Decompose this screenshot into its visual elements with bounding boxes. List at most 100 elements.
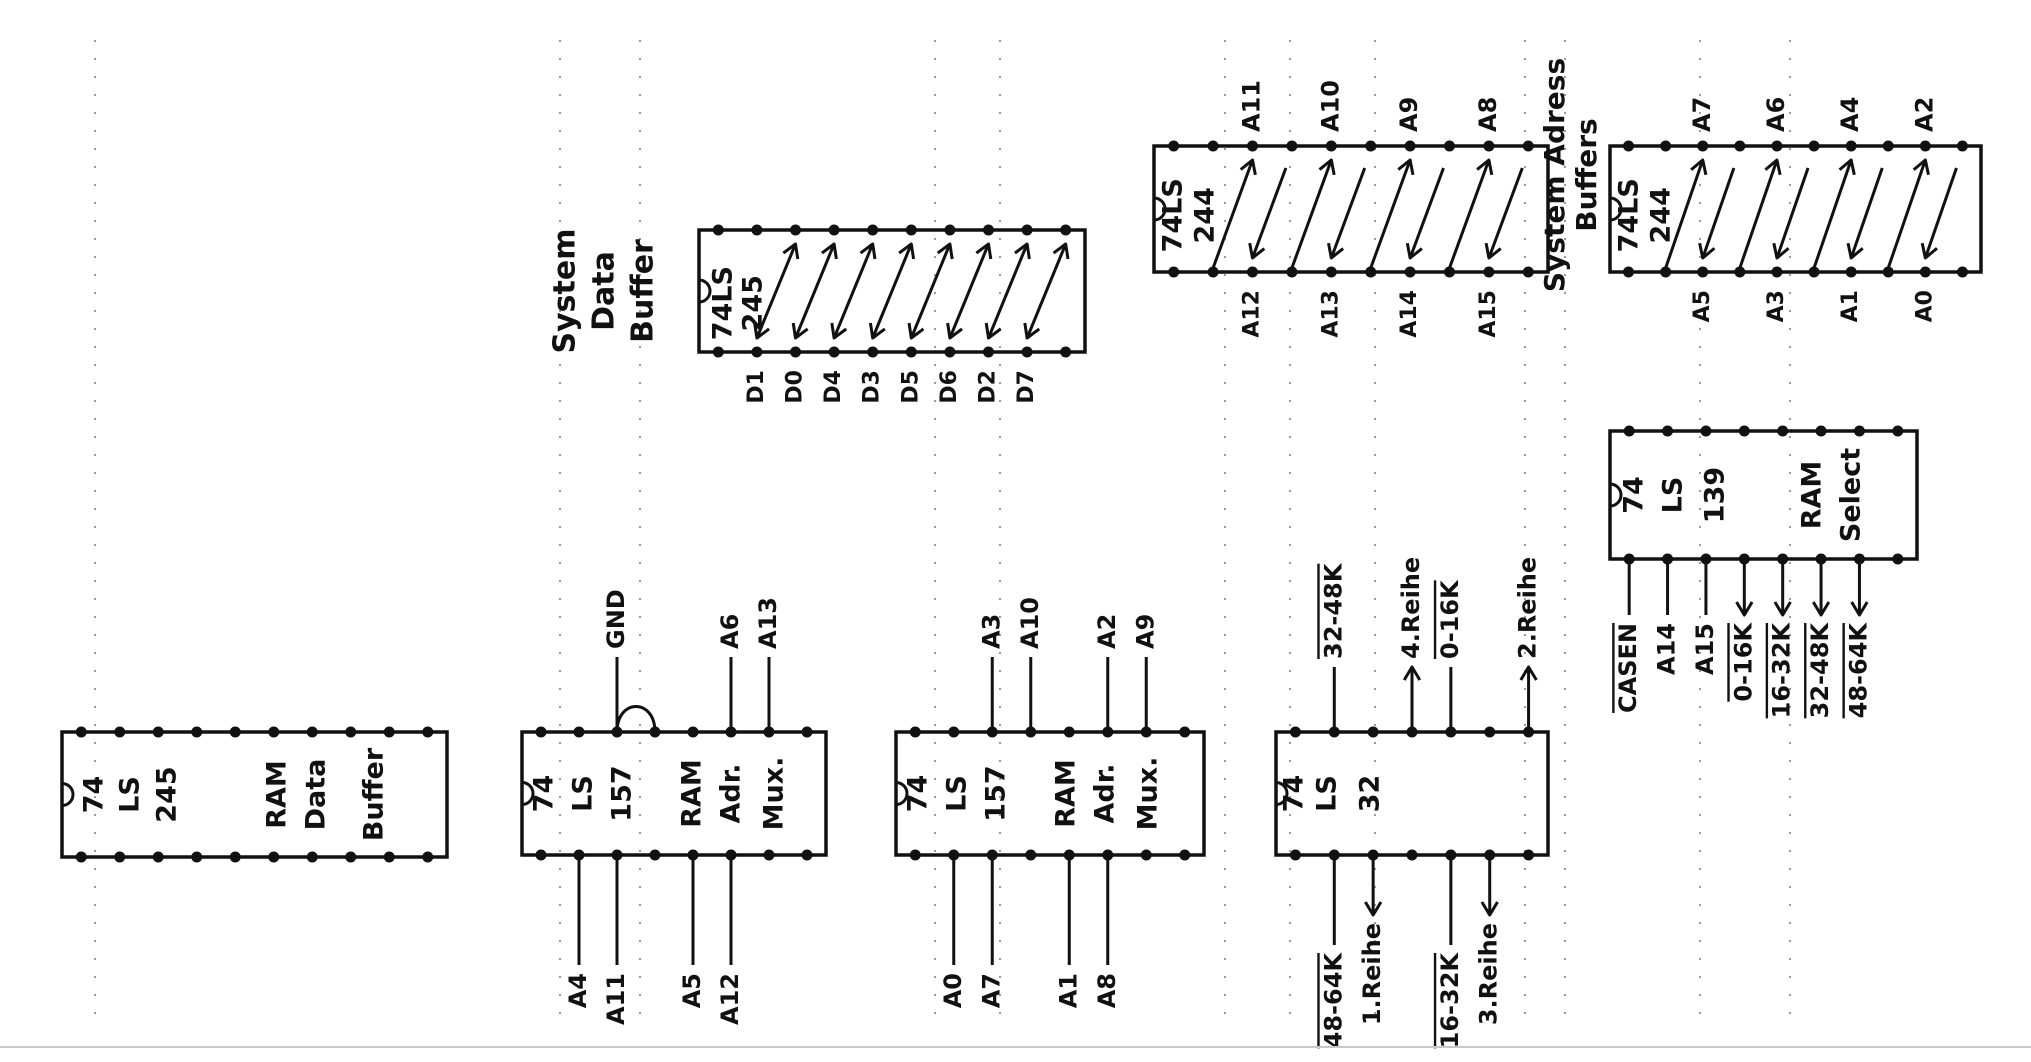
pin-dot <box>191 851 203 863</box>
pin-signal-label: A8 <box>1474 97 1502 132</box>
buffer-line <box>1664 159 1705 269</box>
buffer-line <box>1369 159 1412 269</box>
bidirectional-line <box>832 243 875 339</box>
pin-signal-label: A6 <box>716 614 744 649</box>
pin-dot <box>687 726 699 738</box>
part-number-label: 32 <box>1355 775 1386 813</box>
pin-signal-label: A5 <box>1690 290 1715 322</box>
pin-dot <box>751 346 763 358</box>
pin-signal-label: GND <box>602 589 630 649</box>
buffer-line <box>1211 159 1254 269</box>
function-label: RAM <box>1051 759 1082 828</box>
pin-signal-label: A2 <box>1093 614 1121 649</box>
function-label: Buffer <box>359 747 390 841</box>
pin1-notch-icon <box>61 782 75 807</box>
pin-dot <box>649 849 661 861</box>
pin-dot <box>1404 140 1416 152</box>
pin-dot <box>905 224 917 236</box>
pin-signal-label: D6 <box>937 370 962 404</box>
pin-dot <box>1365 140 1377 152</box>
pin-dot <box>1660 140 1672 152</box>
function-label: Adr. <box>716 764 747 824</box>
function-label: Data <box>301 759 332 831</box>
pin-signal-label: D5 <box>898 370 923 404</box>
pin-dot <box>1179 726 1191 738</box>
pin-dot <box>1444 266 1455 278</box>
part-number-label: LS <box>115 776 146 813</box>
bidirectional-line <box>948 243 990 339</box>
pin-dot <box>1623 140 1635 152</box>
pin-dot <box>1522 266 1534 278</box>
buffer-line <box>1408 167 1445 259</box>
pin-dot <box>268 851 280 863</box>
part-number-label: 74 <box>1619 476 1650 514</box>
pin-dot <box>573 726 585 738</box>
pin-dot <box>1771 266 1783 278</box>
pin-dot <box>535 849 547 861</box>
pin-signal-label: A10 <box>1316 80 1344 132</box>
chip-body <box>1152 144 1550 274</box>
part-number-label: 157 <box>981 765 1012 821</box>
pin-signal-label: A10 <box>1016 597 1044 649</box>
pin-dot <box>1247 140 1258 152</box>
arrow-head-icon <box>907 322 925 340</box>
chip-body <box>894 730 1206 857</box>
pin-dot <box>1623 266 1635 278</box>
arrow-head-icon <box>1772 242 1790 260</box>
pin-dot <box>1289 849 1301 861</box>
arrow-head-icon <box>1405 242 1423 260</box>
pin-dot <box>75 851 87 863</box>
pin-signal-label: 48-64K <box>1319 952 1347 1049</box>
pin1-notch-icon <box>1609 482 1623 508</box>
pin-signal-label: 4.Reihe <box>1397 557 1425 659</box>
pin-dot <box>1367 726 1379 738</box>
part-number-label: 139 <box>1700 467 1731 523</box>
pin-dot <box>1325 140 1337 152</box>
pin-signal-label: A3 <box>977 614 1005 649</box>
pin-signal-label: D0 <box>783 370 808 404</box>
pin-dot <box>1444 140 1455 152</box>
function-label: RAM <box>262 760 293 829</box>
pin-signal-label: 16-32K <box>1768 622 1796 719</box>
part-number-label: 74 <box>529 775 560 813</box>
buffer-line <box>1251 167 1288 259</box>
pin1-notch-icon <box>698 278 712 304</box>
arrow-head-icon <box>1397 158 1415 176</box>
pin-dot <box>790 346 801 358</box>
pin-dot <box>1734 266 1746 278</box>
pin-signal-label: A2 <box>1910 97 1938 132</box>
pin-dot <box>1956 266 1968 278</box>
pin-dot <box>1025 849 1037 861</box>
pin-dot <box>1882 140 1894 152</box>
bidirectional-line <box>1025 243 1068 339</box>
chip-body <box>1608 429 1919 561</box>
arrow-head-icon <box>1014 242 1031 260</box>
pin-dot <box>114 726 126 738</box>
arrow-head-icon <box>984 322 1002 340</box>
pin-dot <box>114 851 126 863</box>
pin-dot <box>712 224 724 236</box>
pin-dot <box>1956 140 1968 152</box>
pin-dot <box>801 726 813 738</box>
function-label: RAM <box>677 759 708 828</box>
arrow-head-icon <box>1327 242 1345 260</box>
arrow-head-icon <box>1912 158 1930 176</box>
pin-signal-label: A1 <box>1054 973 1082 1008</box>
arrow-head-icon <box>1519 665 1538 681</box>
pin-dot <box>867 346 879 358</box>
pin-dot <box>1484 726 1496 738</box>
pin-dot <box>1697 140 1709 152</box>
pin-dot <box>1845 266 1857 278</box>
pin-dot <box>1700 425 1712 437</box>
pin-dot <box>751 224 763 236</box>
pin-dot <box>1919 266 1931 278</box>
arrow-head-icon <box>1248 242 1266 260</box>
arrow-head-icon <box>946 322 963 340</box>
arrow-head-icon <box>782 242 800 260</box>
part-number-label: LS <box>568 775 599 812</box>
